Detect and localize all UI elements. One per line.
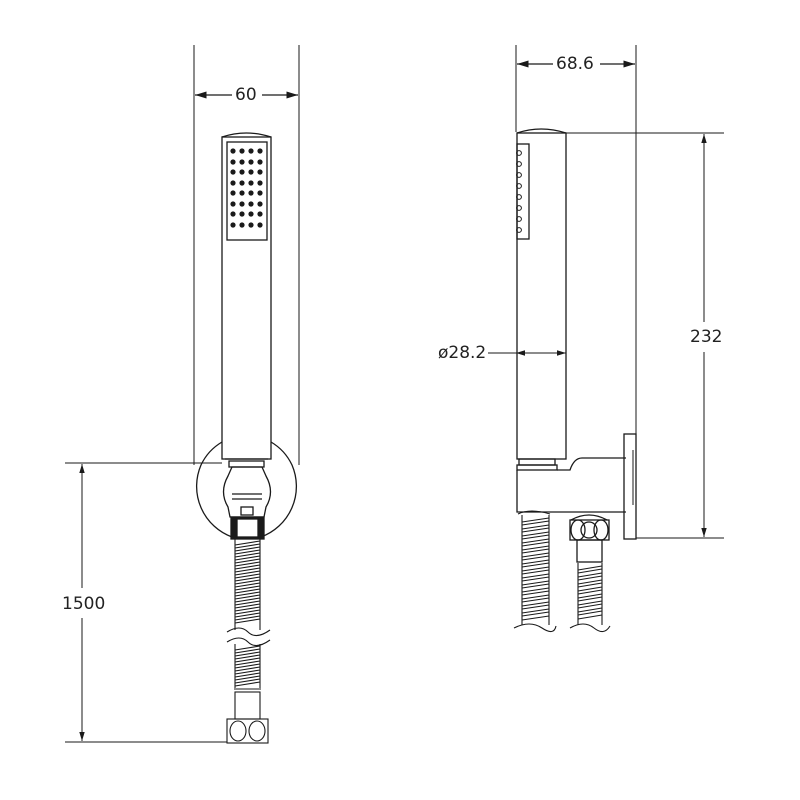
dimension-height-232 <box>636 134 724 539</box>
label-height-232: 232 <box>688 327 725 347</box>
hose-front <box>226 539 271 744</box>
hose-side <box>513 510 611 633</box>
label-hose-1500: 1500 <box>60 594 108 614</box>
wall-bracket-side <box>516 433 637 563</box>
label-diameter-28-2: ø28.2 <box>436 343 489 363</box>
dimension-hose-1500 <box>65 462 227 743</box>
shower-handle-side <box>516 128 724 460</box>
side-view <box>488 45 724 633</box>
spray-nozzles-side <box>516 150 522 233</box>
shower-handle-front <box>221 132 272 460</box>
spray-nozzle-grid <box>230 148 263 228</box>
wall-bracket-front <box>195 441 298 540</box>
label-depth-68-6: 68.6 <box>554 54 596 74</box>
front-view <box>65 45 300 744</box>
label-width-60: 60 <box>233 85 259 105</box>
